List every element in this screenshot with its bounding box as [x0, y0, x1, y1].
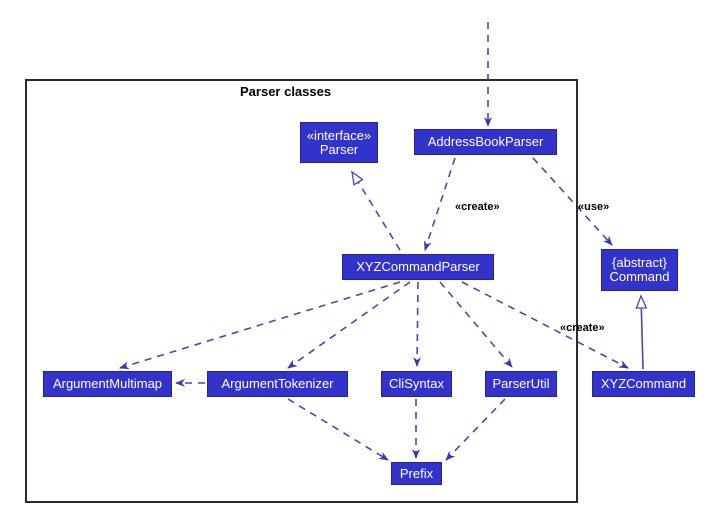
class-name-argumenttokenizer: ArgumentTokenizer — [221, 376, 334, 391]
class-name-xyzcommandparser: XYZCommandParser — [356, 259, 480, 274]
class-name-clisyntax: CliSyntax — [389, 376, 444, 391]
class-box-addressbookparser[interactable]: AddressBookParser — [414, 129, 557, 155]
class-name-addressbookparser: AddressBookParser — [427, 134, 544, 149]
class-box-argumentmultimap[interactable]: ArgumentMultimap — [43, 371, 172, 397]
class-box-command[interactable]: {abstract}Command — [601, 249, 678, 291]
edge-xyzcommandparser-to-parser — [351, 170, 401, 251]
edge-parserutil-to-prefix — [445, 398, 506, 461]
edge-xyzcommandparser-to-parserutil — [439, 281, 513, 368]
frame-title: Parser classes — [240, 84, 332, 99]
edge-label-create-parser: «create» — [455, 201, 500, 213]
parser-classes-frame — [25, 79, 578, 503]
class-box-parser[interactable]: «interface»Parser — [300, 122, 378, 163]
class-box-clisyntax[interactable]: CliSyntax — [381, 371, 452, 397]
edge-xyzcommandparser-to-xyzcommand — [461, 281, 629, 369]
edge-label-create-command: «create» — [560, 322, 605, 334]
edge-xyzcommandparser-to-clisyntax — [413, 281, 422, 367]
edge-xyzcommandparser-to-argumentmultimap — [119, 281, 401, 370]
edge-addressbookparser-to-command — [532, 157, 613, 246]
class-name-argumentmultimap: ArgumentMultimap — [52, 376, 163, 391]
class-stereotype-parser: «interface» — [306, 127, 372, 143]
edge-xyzcommand-to-command — [635, 294, 648, 370]
edge-label-use-command: «use» — [578, 201, 610, 213]
class-box-xyzcommandparser[interactable]: XYZCommandParser — [342, 254, 494, 280]
class-name-xyzcommand: XYZCommand — [600, 376, 687, 391]
class-box-parserutil[interactable]: ParserUtil — [485, 371, 557, 397]
class-name-parserutil: ParserUtil — [492, 376, 550, 391]
class-box-argumenttokenizer[interactable]: ArgumentTokenizer — [207, 371, 348, 397]
class-name-command: Command — [609, 269, 670, 284]
class-name-prefix: Prefix — [399, 465, 434, 481]
edge-addressbookparser-to-xyzcommandparser — [423, 157, 456, 251]
class-box-prefix[interactable]: Prefix — [391, 462, 442, 485]
class-stereotype-command: {abstract} — [612, 255, 667, 270]
class-box-xyzcommand[interactable]: XYZCommand — [592, 371, 695, 397]
edge-argumenttokenizer-to-prefix — [287, 398, 389, 461]
class-name-parser: Parser — [319, 141, 359, 157]
